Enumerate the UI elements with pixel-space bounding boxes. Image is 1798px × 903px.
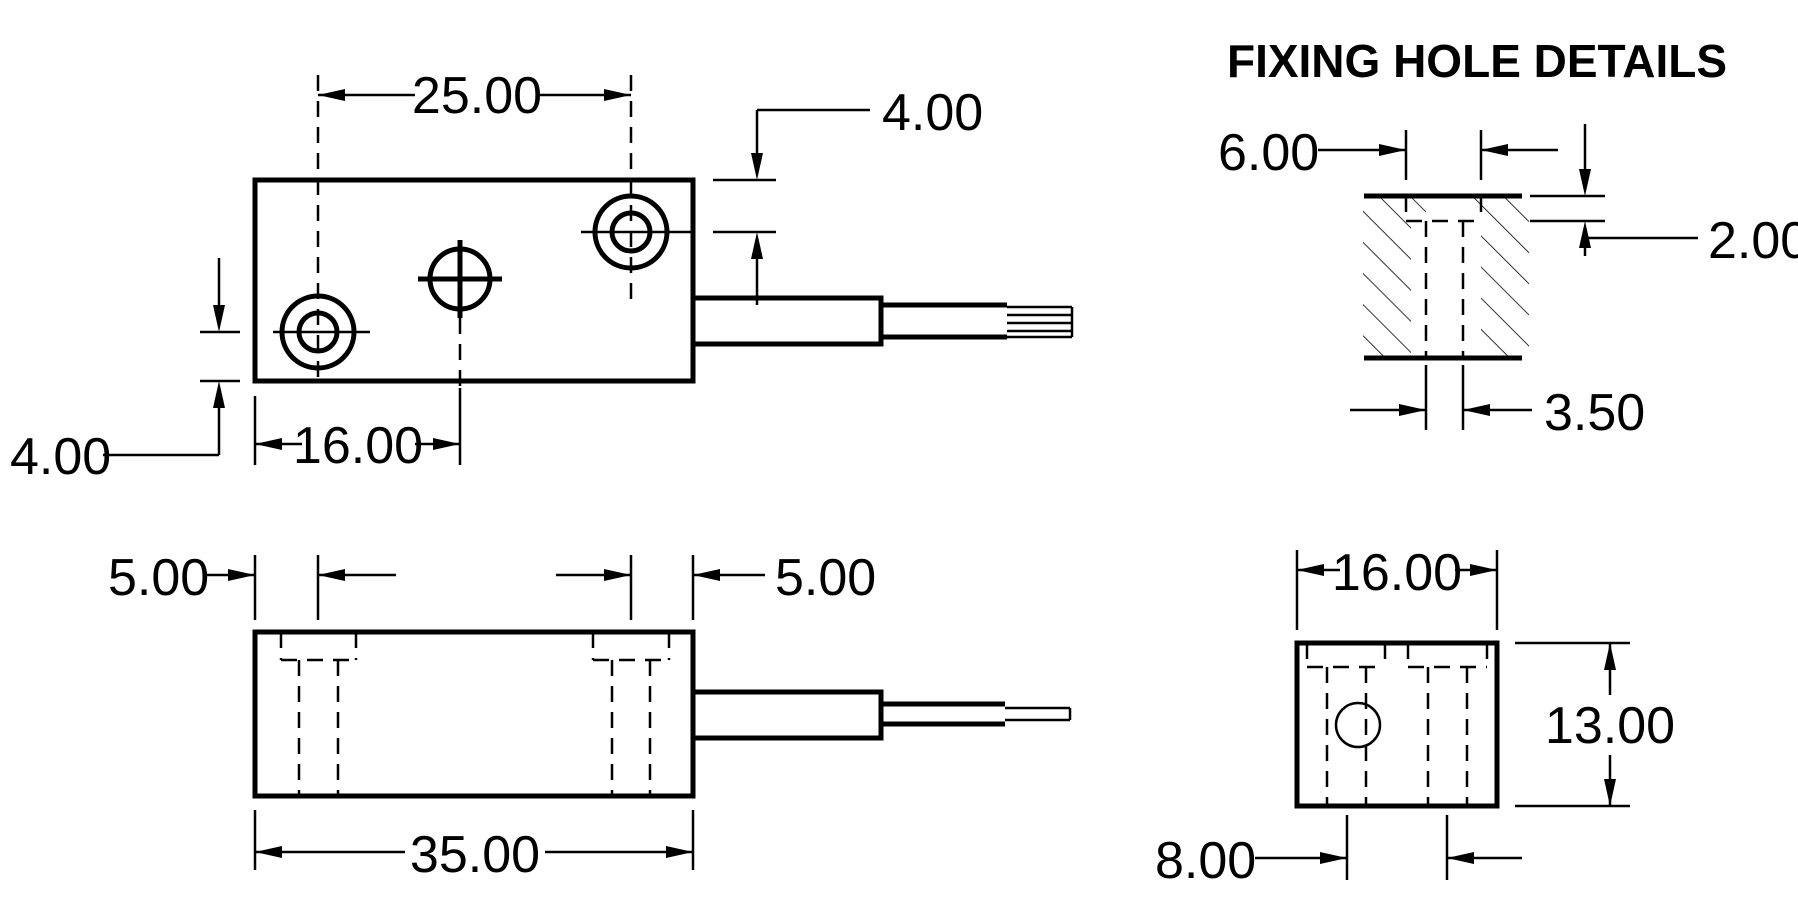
top-center-hole [418,240,502,388]
dim-end-hole-offset-label: 8.00 [1155,832,1256,890]
top-left-fixing-hole [273,75,370,380]
dim-end-width: 16.00 [1295,544,1499,630]
dim-hole-spacing-label: 25.00 [412,67,542,125]
dim-side-right-offset-label: 5.00 [775,549,876,607]
dim-center-hole-offset-label: 16.00 [293,417,423,475]
dim-center-hole-offset: 16.00 [253,388,462,475]
dim-end-width-label: 16.00 [1332,544,1462,602]
top-right-fixing-hole [581,75,693,300]
dim-hole-offset-left: 4.00 [10,258,240,486]
side-view-cable [690,689,1072,741]
end-view: 16.00 13.00 8.00 [1155,544,1675,890]
end-left-hidden-hole [1305,643,1387,806]
dim-counterbore-depth-label: 2.00 [1708,212,1798,270]
dim-hole-offset-left-label: 4.00 [10,428,111,486]
dim-counterbore-dia-label: 6.00 [1218,124,1319,182]
detail-title: FIXING HOLE DETAILS [1227,35,1727,87]
dim-counterbore-dia: 6.00 [1218,124,1558,182]
dim-end-height-label: 13.00 [1545,697,1675,755]
dim-hole-spacing: 25.00 [318,67,631,125]
top-view-body [252,177,696,384]
end-cable-hole [1334,701,1382,749]
dim-hole-offset-top-label: 4.00 [882,84,983,142]
dim-side-left-offset: 5.00 [108,549,396,620]
dim-end-hole-offset: 8.00 [1155,815,1522,890]
dim-end-height: 13.00 [1515,641,1675,808]
top-view: 25.00 4.00 4.00 [10,67,1074,486]
dim-side-length-label: 35.00 [410,826,540,884]
end-right-hidden-hole [1406,643,1489,806]
side-view: 5.00 5.00 35.00 [108,549,1072,884]
side-left-hidden-hole [279,632,358,796]
end-view-body [1294,640,1500,809]
fixing-hole-detail: FIXING HOLE DETAILS 6.00 [1218,35,1798,442]
side-right-hidden-hole [591,632,671,796]
dim-hole-offset-top: 4.00 [713,84,983,305]
section-hatch-cb-right [1466,197,1481,221]
dim-side-right-offset: 5.00 [556,549,876,620]
section-hole-outline [1404,196,1483,358]
dim-side-left-offset-label: 5.00 [108,549,209,607]
dim-side-length: 35.00 [253,810,695,884]
dim-counterbore-depth: 2.00 [1530,124,1798,270]
dim-hole-dia: 3.50 [1350,365,1645,442]
top-view-cable [690,295,1074,347]
side-view-body [252,629,696,799]
section-hatch-left [1363,197,1411,357]
section-hatch-cb-left [1411,197,1426,221]
section-hatch-right [1481,197,1529,357]
dim-hole-dia-label: 3.50 [1544,384,1645,442]
